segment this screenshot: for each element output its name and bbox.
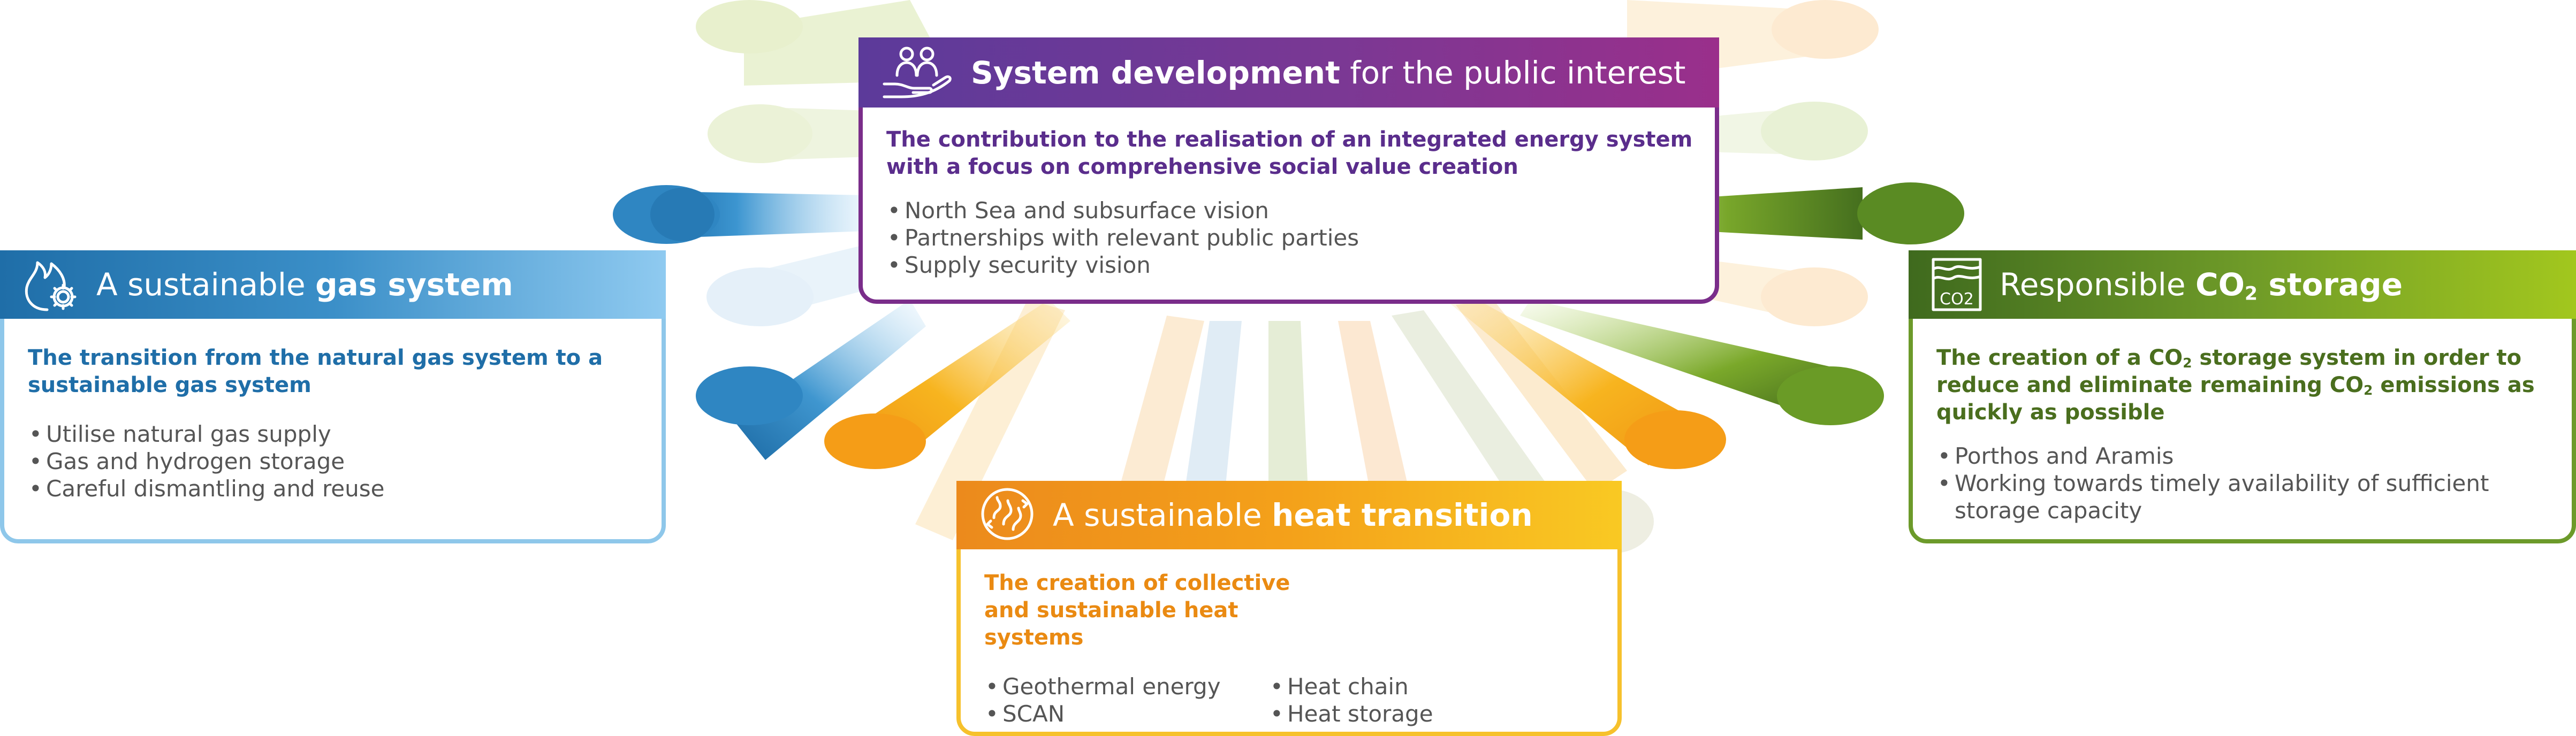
list-item: Heat storage bbox=[1269, 700, 1554, 727]
list-item: SCAN bbox=[984, 700, 1269, 727]
co2-storage-bullets: Porthos and Aramis Working towards timel… bbox=[1936, 442, 2550, 524]
gas-system-intro: The transition from the natural gas syst… bbox=[28, 346, 603, 397]
title-bold: heat transition bbox=[1272, 497, 1533, 533]
system-development-body: The contribution to the realisation of a… bbox=[886, 126, 1693, 279]
gas-system-title: A sustainable gas system bbox=[96, 269, 513, 300]
ray-cap bbox=[706, 267, 814, 326]
heat-transition-body: The creation of collective and sustainab… bbox=[984, 570, 1596, 727]
co2-storage-body: The creation of a CO2 storage system in … bbox=[1936, 344, 2550, 524]
co2-storage-title: Responsible CO2 storage bbox=[2000, 266, 2403, 305]
list-item: Utilise natural gas supply bbox=[28, 420, 640, 448]
ray-cap bbox=[1772, 0, 1879, 59]
co2-storage-icon: CO2 bbox=[1930, 254, 1984, 315]
ray-green-lower bbox=[1520, 300, 1841, 423]
list-item: North Sea and subsurface vision bbox=[886, 197, 1693, 224]
co2-storage-header: CO2 Responsible CO2 storage bbox=[1909, 250, 2576, 319]
system-development-bullets: North Sea and subsurface vision Partners… bbox=[886, 197, 1693, 279]
ray-faint-bottom-1 bbox=[1108, 316, 1204, 535]
list-item: Supply security vision bbox=[886, 251, 1693, 279]
title-bold: System development bbox=[971, 54, 1340, 91]
ray-green-upper-cap bbox=[1857, 182, 1964, 244]
svg-text:CO2: CO2 bbox=[1940, 290, 1974, 309]
title-bold: CO2 bbox=[2195, 266, 2258, 305]
ray-orange-right bbox=[1445, 300, 1686, 465]
system-development-intro: The contribution to the realisation of a… bbox=[886, 127, 1693, 179]
ray-blue-upper bbox=[666, 191, 867, 238]
heat-transition-intro: The creation of collective and sustainab… bbox=[984, 571, 1290, 650]
title-post: storage bbox=[2258, 266, 2403, 303]
gas-system-body: The transition from the natural gas syst… bbox=[28, 344, 640, 502]
title-pre: A sustainable bbox=[96, 266, 316, 303]
heat-flow-icon bbox=[978, 485, 1037, 546]
list-item: Geothermal energy bbox=[984, 673, 1269, 700]
list-item: Partnerships with relevant public partie… bbox=[886, 224, 1693, 251]
title-rest: for the public interest bbox=[1340, 54, 1686, 91]
ray-orange-right-cap bbox=[1624, 410, 1726, 469]
title-bold: gas system bbox=[315, 266, 513, 303]
flame-gear-icon bbox=[21, 254, 80, 315]
ray-blue-upper-cap-shade bbox=[650, 188, 715, 241]
list-item: Gas and hydrogen storage bbox=[28, 448, 640, 475]
gas-system-bullets: Utilise natural gas supply Gas and hydro… bbox=[28, 420, 640, 502]
title-pre: A sustainable bbox=[1053, 497, 1272, 533]
system-development-title: System development for the public intere… bbox=[971, 57, 1686, 88]
gas-system-header: A sustainable gas system bbox=[0, 250, 666, 319]
system-development-header: System development for the public intere… bbox=[858, 37, 1719, 108]
ray-blue-lower bbox=[733, 300, 926, 460]
heat-transition-bullets-right: Heat chain Heat storage bbox=[1269, 673, 1554, 727]
list-item: Porthos and Aramis bbox=[1936, 442, 2550, 470]
ray-faint-left-4 bbox=[915, 300, 1065, 540]
ray-faint-bottom-6 bbox=[1456, 300, 1627, 492]
list-item: Careful dismantling and reuse bbox=[28, 475, 640, 502]
heat-transition-header: A sustainable heat transition bbox=[956, 481, 1622, 549]
heat-transition-card: A sustainable heat transition The creati… bbox=[956, 481, 1622, 736]
title-pre: Responsible bbox=[2000, 266, 2196, 303]
ray-blue-lower-cap bbox=[696, 366, 803, 425]
heat-transition-title: A sustainable heat transition bbox=[1053, 500, 1533, 531]
people-hand-icon bbox=[880, 42, 955, 103]
ray-cap bbox=[1761, 102, 1868, 160]
system-development-card: System development for the public intere… bbox=[858, 37, 1719, 304]
ray-cap bbox=[1761, 267, 1868, 326]
ray-orange-left-cap bbox=[824, 413, 926, 469]
co2-storage-intro: The creation of a CO2 storage system in … bbox=[1936, 346, 2535, 425]
ray-cap bbox=[696, 0, 803, 53]
heat-transition-bullets-left: Geothermal energy SCAN bbox=[984, 673, 1269, 727]
ray-cap bbox=[708, 104, 812, 163]
list-item: Heat chain bbox=[1269, 673, 1554, 700]
ray-green-lower-cap bbox=[1777, 366, 1884, 425]
co2-storage-card: CO2 Responsible CO2 storage The creation… bbox=[1909, 250, 2576, 543]
list-item: Working towards timely availability of s… bbox=[1936, 470, 2550, 524]
heat-transition-columns: Geothermal energy SCAN Heat chain Heat s… bbox=[984, 673, 1596, 727]
gas-system-card: A sustainable gas system The transition … bbox=[0, 250, 666, 543]
